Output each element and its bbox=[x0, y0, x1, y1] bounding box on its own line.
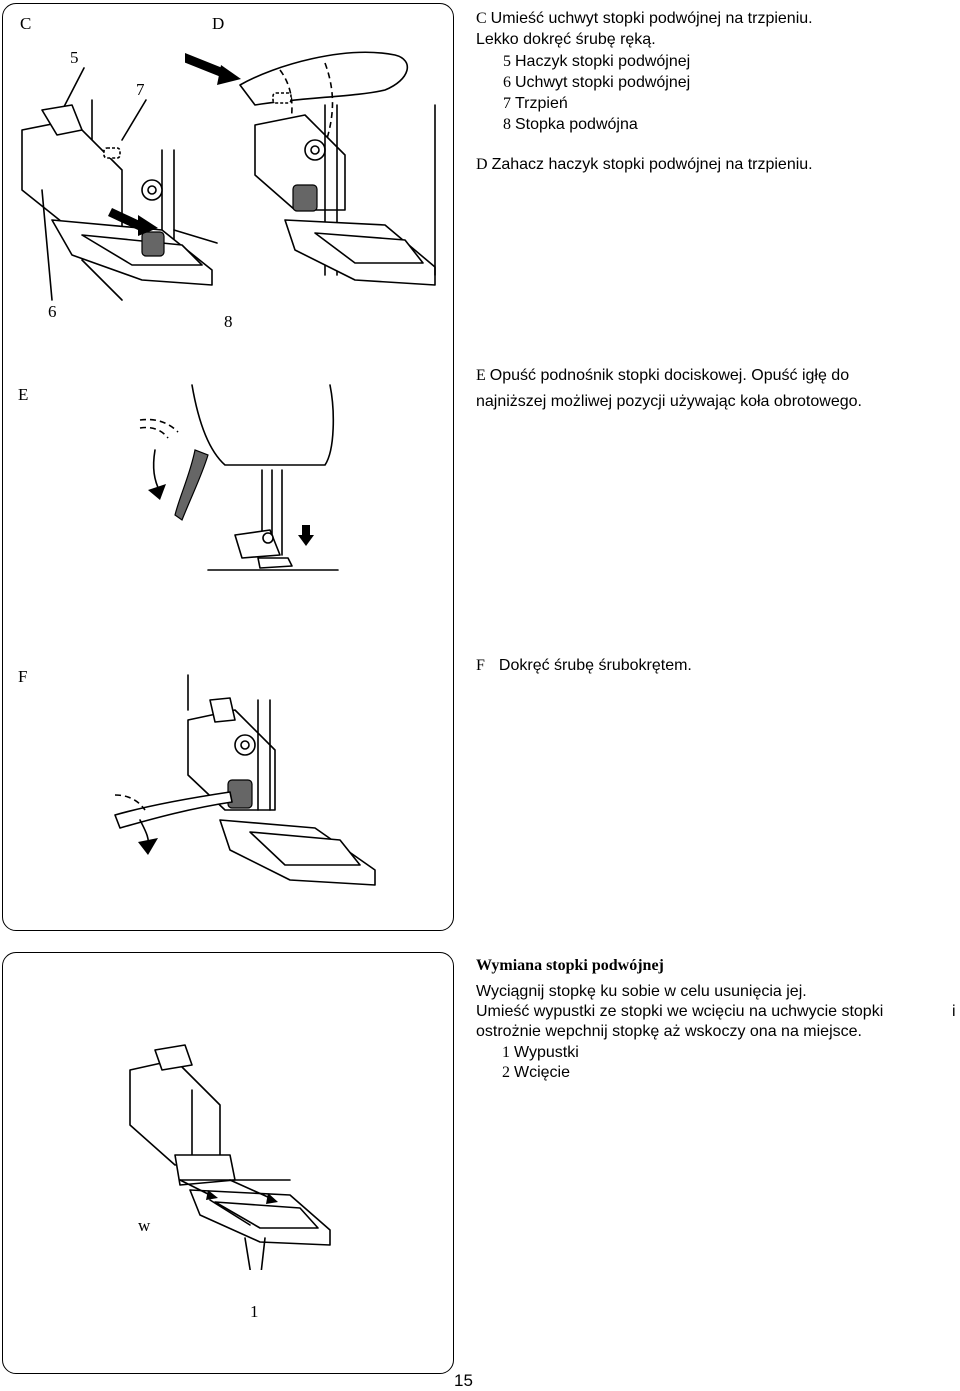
label-d: D bbox=[212, 14, 225, 33]
callout-8: 8 bbox=[224, 312, 233, 331]
callout-7: 7 bbox=[136, 80, 145, 99]
removal-line1: Wyciągnij stopkę ku sobie w celu usunięc… bbox=[476, 983, 807, 1000]
callout-6: 6 bbox=[48, 302, 57, 321]
label-c: C bbox=[20, 14, 32, 33]
label-f: F bbox=[18, 667, 28, 686]
removal-title: Wymiana stopki podwójnej bbox=[476, 957, 664, 974]
removal-line3: ostrożnie wepchnij stopkę aż wskoczy ona… bbox=[476, 1023, 862, 1040]
illustration-hook-holder bbox=[185, 51, 436, 286]
illustration-lower-lifter bbox=[139, 384, 339, 571]
illustration-foot-removal bbox=[129, 1044, 331, 1270]
callout-5: 5 bbox=[70, 48, 79, 67]
illustration-tighten-screw bbox=[114, 674, 376, 886]
instruction-c-line2: Lekko dokręć śrubę ręką. bbox=[476, 31, 656, 48]
illustration-attach-holder bbox=[21, 67, 218, 301]
page-number: 15 bbox=[454, 1371, 473, 1390]
label-e: E bbox=[18, 385, 29, 404]
removal-line2-tail: i bbox=[952, 1003, 956, 1020]
callout-w: w bbox=[138, 1216, 151, 1235]
instruction-e-line2: najniższej możliwej pozycji używając koł… bbox=[476, 393, 862, 410]
removal-line2: Umieść wypustki ze stopki we wcięciu na … bbox=[476, 1003, 884, 1020]
callout-1: 1 bbox=[250, 1302, 259, 1321]
